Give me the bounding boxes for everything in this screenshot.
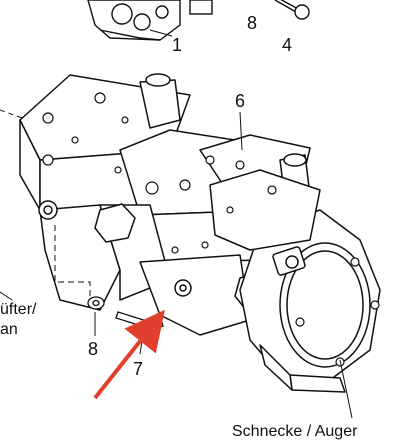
- part-label-8-bottom: 8: [88, 339, 99, 359]
- main-pump-assembly: [19, 73, 381, 393]
- fan-label-line1: üfter/: [0, 301, 37, 318]
- block-details: [42, 92, 380, 367]
- part-label-6: 6: [235, 91, 246, 111]
- part-label-1: 1: [172, 35, 183, 55]
- fan-label-line2: an: [0, 321, 18, 338]
- highlight-arrow: [93, 309, 165, 400]
- auger-label: Schnecke / Auger: [232, 423, 358, 440]
- small-square-symbol: [189, 0, 213, 15]
- washer-part-8: [87, 296, 105, 310]
- part-label-4: 4: [282, 35, 293, 55]
- part-label-7: 7: [133, 359, 144, 379]
- top-pump-fragment: [87, 0, 181, 41]
- part-label-8-top: 8: [247, 13, 258, 33]
- bolt-part-4: [274, 0, 310, 20]
